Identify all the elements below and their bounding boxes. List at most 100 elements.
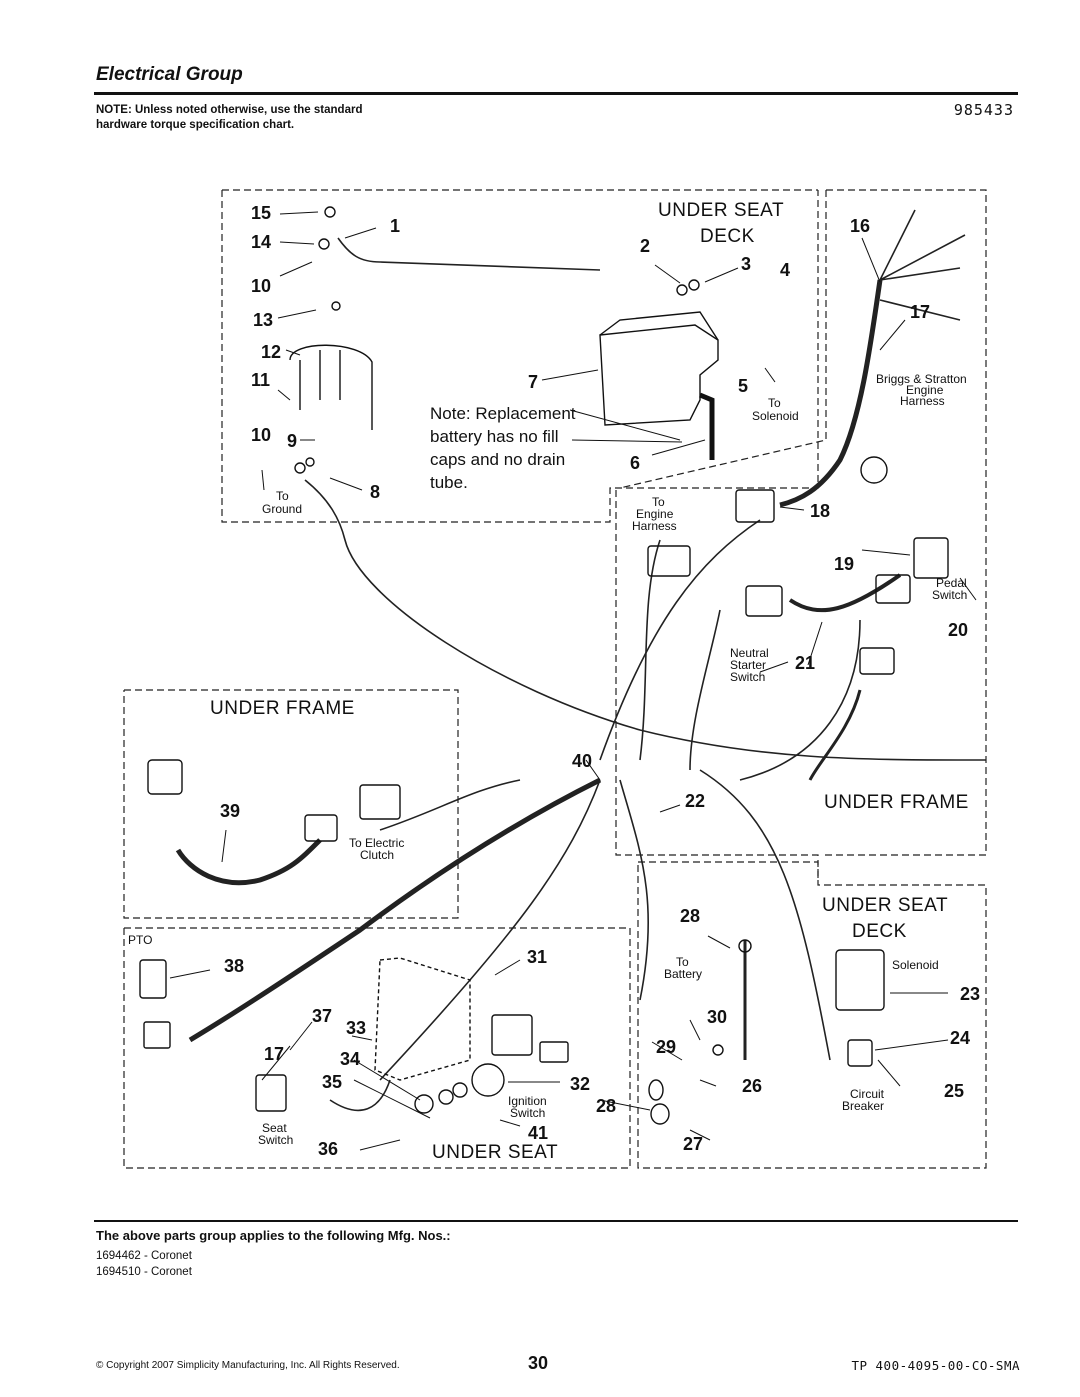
callout-19: 19 (834, 554, 854, 574)
page-number: 30 (528, 1353, 549, 1373)
clutch-connector (359, 784, 401, 820)
callout-34: 34 (340, 1049, 360, 1069)
battery-shape (599, 324, 719, 426)
callout-10-top: 10 (251, 276, 271, 296)
component-labels: To Ground To Solenoid Briggs & Stratton … (258, 372, 970, 1147)
connector-19 (875, 574, 911, 604)
battery-note: Note: Replacement battery has no fill ca… (430, 404, 580, 492)
callout-16: 16 (850, 216, 870, 236)
callout-36: 36 (318, 1139, 338, 1159)
callout-41: 41 (528, 1123, 548, 1143)
label-to-electric-clutch: To Electric Clutch (349, 836, 408, 862)
page-title: Electrical Group (96, 64, 243, 85)
section-borders (123, 189, 987, 1169)
pto-harness-end (147, 759, 183, 795)
connector-31 (491, 1014, 533, 1056)
label-engine-harness-top: Briggs & Stratton Engine Harness (876, 372, 970, 408)
pto-switch-shape (139, 959, 167, 999)
circuit-breaker-shape (847, 1039, 873, 1067)
callout-14: 14 (251, 232, 271, 252)
callout-26: 26 (742, 1076, 762, 1096)
callout-1: 1 (390, 216, 400, 236)
copyright: © Copyright 2007 Simplicity Manufacturin… (96, 1360, 400, 1371)
callout-5: 5 (738, 376, 748, 396)
ignition-switch-shape (471, 1063, 505, 1097)
callout-37: 37 (312, 1006, 332, 1026)
section-under-seat-deck-bottom: UNDER SEAT DECK (822, 895, 954, 942)
callout-9: 9 (287, 431, 297, 451)
connector-neutral (745, 585, 783, 617)
callout-33: 33 (346, 1018, 366, 1038)
callout-30: 30 (707, 1007, 727, 1027)
section-under-frame-right: UNDER FRAME (824, 792, 969, 813)
callout-20: 20 (948, 620, 968, 640)
mfg-number-1: 1694462 - Coronet (96, 1250, 192, 1262)
label-circuit-breaker: Circuit Breaker (842, 1087, 887, 1113)
document-id: TP 400-4095-00-CO-SMA (851, 1358, 1020, 1373)
callout-29: 29 (656, 1037, 676, 1057)
label-ignition-switch: Ignition Switch (508, 1094, 550, 1120)
callout-8: 8 (370, 482, 380, 502)
callout-39: 39 (220, 801, 240, 821)
solenoid-shape (835, 949, 885, 1011)
connector-engine (647, 545, 691, 577)
callout-7: 7 (528, 372, 538, 392)
callout-25: 25 (944, 1081, 964, 1101)
label-seat-switch: Seat Switch (258, 1121, 293, 1147)
callout-12: 12 (261, 342, 281, 362)
callout-40: 40 (572, 751, 592, 771)
footer-rule (94, 1220, 1018, 1222)
mfg-number-2: 1694510 - Coronet (96, 1266, 192, 1278)
callout-11: 11 (251, 370, 270, 390)
callout-15: 15 (251, 203, 271, 223)
callout-24: 24 (950, 1028, 970, 1048)
callout-2: 2 (640, 236, 650, 256)
section-pto: PTO (128, 933, 152, 947)
connector-18 (735, 489, 775, 523)
connector-20 (859, 647, 895, 675)
component-shapes (139, 206, 949, 1125)
callout-22: 22 (685, 791, 705, 811)
callout-18: 18 (810, 501, 830, 521)
callout-21: 21 (795, 653, 815, 673)
callout-3: 3 (741, 254, 751, 274)
callout-17-top: 17 (910, 302, 930, 322)
wiring-lines (175, 209, 987, 1112)
label-solenoid: Solenoid (892, 958, 939, 972)
label-to-ground: To Ground (262, 489, 302, 516)
section-under-frame-left: UNDER FRAME (210, 698, 355, 719)
callout-17-bottom: 17 (264, 1044, 284, 1064)
label-to-engine-harness: To Engine Harness (632, 495, 677, 533)
callout-32: 32 (570, 1074, 590, 1094)
label-pedal-switch: Pedal Switch (932, 576, 970, 602)
torque-note: NOTE: Unless noted otherwise, use the st… (96, 104, 363, 131)
bracket-33 (374, 957, 471, 1081)
section-under-seat-bottom: UNDER SEAT (432, 1142, 558, 1163)
callout-4: 4 (780, 260, 790, 280)
label-neutral-starter-switch: Neutral Starter Switch (730, 646, 772, 684)
drawing-number: 985433 (953, 101, 1014, 119)
callout-31: 31 (527, 947, 547, 967)
callout-6: 6 (630, 453, 640, 473)
applies-heading: The above parts group applies to the fol… (96, 1228, 451, 1243)
battery-hold-down (289, 344, 373, 430)
callout-13: 13 (253, 310, 273, 330)
leader-lines (169, 211, 977, 1151)
pedal-switch-shape (913, 537, 949, 579)
callout-23: 23 (960, 984, 980, 1004)
title-rule (94, 92, 1018, 95)
part-callouts: 15 1 14 2 10 3 4 13 12 11 7 5 10 9 6 8 1… (220, 203, 980, 1159)
section-under-seat-deck-top: UNDER SEAT DECK (658, 200, 790, 247)
callout-10-bottom: 10 (251, 425, 271, 445)
seat-switch-shape (255, 1074, 287, 1112)
callout-28-bottom: 28 (596, 1096, 616, 1116)
label-to-battery: To Battery (664, 955, 702, 981)
callout-28-top: 28 (680, 906, 700, 926)
connector-39 (304, 814, 338, 842)
label-to-solenoid: To Solenoid (752, 396, 799, 423)
callout-38: 38 (224, 956, 244, 976)
grommet-18 (860, 456, 888, 484)
callout-35: 35 (322, 1072, 342, 1092)
callout-27: 27 (683, 1134, 703, 1154)
